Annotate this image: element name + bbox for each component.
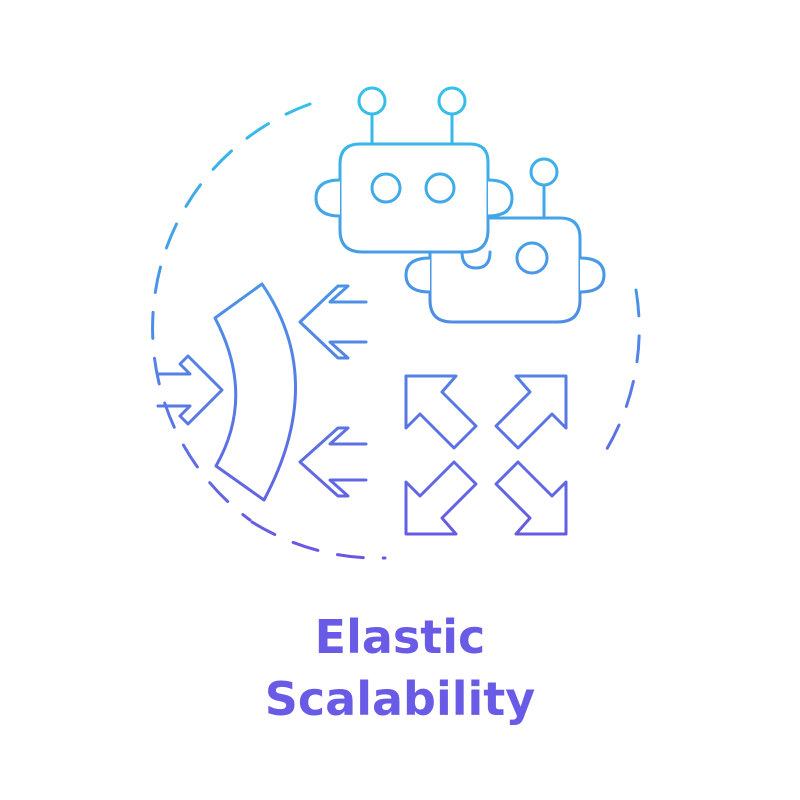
icon-caption: Elastic Scalability — [0, 606, 800, 730]
shield-arc-icon — [213, 282, 297, 502]
incoming-arrows-icon — [156, 284, 368, 498]
caption-line-1: Elastic — [314, 610, 486, 664]
dashed-circle-icon — [151, 102, 641, 560]
robot-icon — [314, 86, 606, 324]
caption-line-2: Scalability — [264, 672, 536, 726]
expand-arrows-icon — [404, 374, 568, 536]
